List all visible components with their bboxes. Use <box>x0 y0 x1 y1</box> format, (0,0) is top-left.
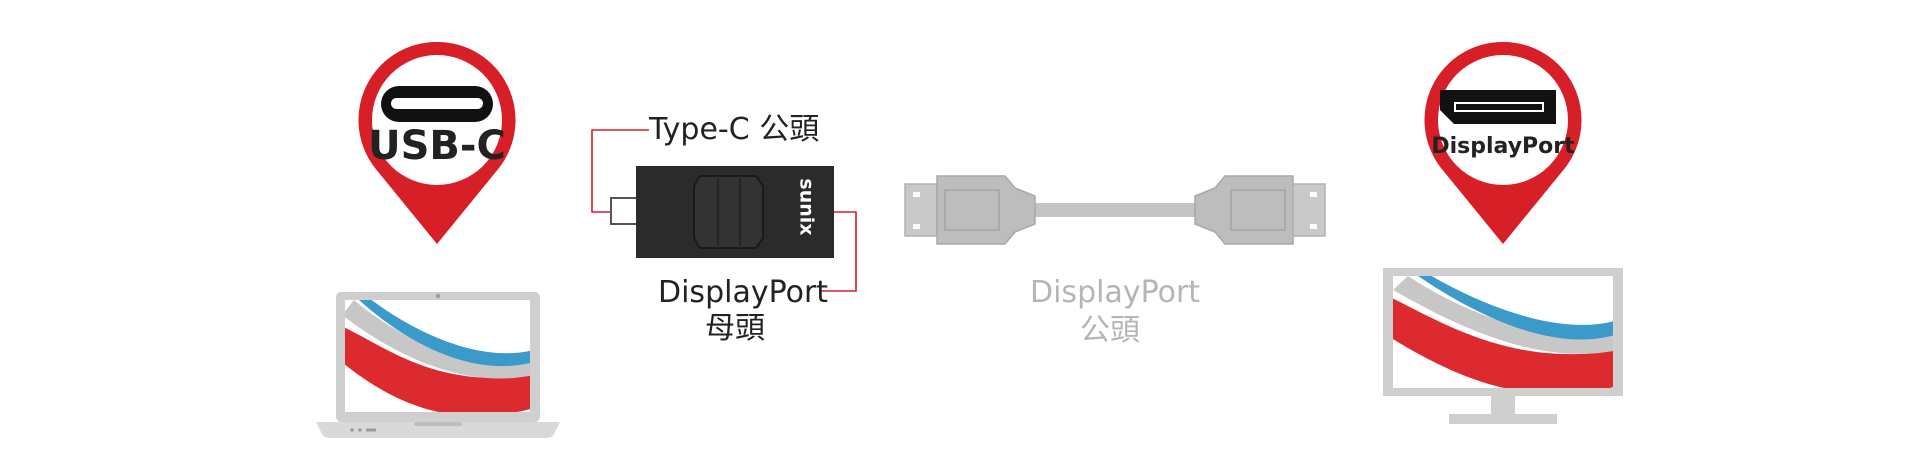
laptop-icon <box>316 292 560 438</box>
displayport-port-icon <box>1440 90 1556 124</box>
displayport-pin-label: DisplayPort <box>1431 134 1575 159</box>
usb-c-to-displayport-adapter <box>610 166 834 258</box>
usb-c-pin-label: USB-C <box>368 123 506 169</box>
cable-label-line2: 公頭 <box>1080 313 1140 348</box>
sunix-brand-logo: sunix <box>795 178 818 236</box>
monitor-icon <box>1383 268 1623 424</box>
displayport-plug-right <box>1194 175 1326 245</box>
displayport-plug-left <box>904 175 1036 245</box>
displayport-cable <box>904 175 1326 245</box>
displayport-location-pin <box>1424 41 1582 245</box>
cable-label-line1: DisplayPort <box>1030 275 1201 310</box>
adapter-bottom-label-line1: DisplayPort <box>658 275 829 310</box>
usb-c-location-pin <box>358 41 516 245</box>
adapter-bottom-label-line2: 母頭 <box>705 311 765 346</box>
usb-c-port-icon <box>381 86 493 122</box>
adapter-top-label: Type-C 公頭 <box>649 112 820 147</box>
